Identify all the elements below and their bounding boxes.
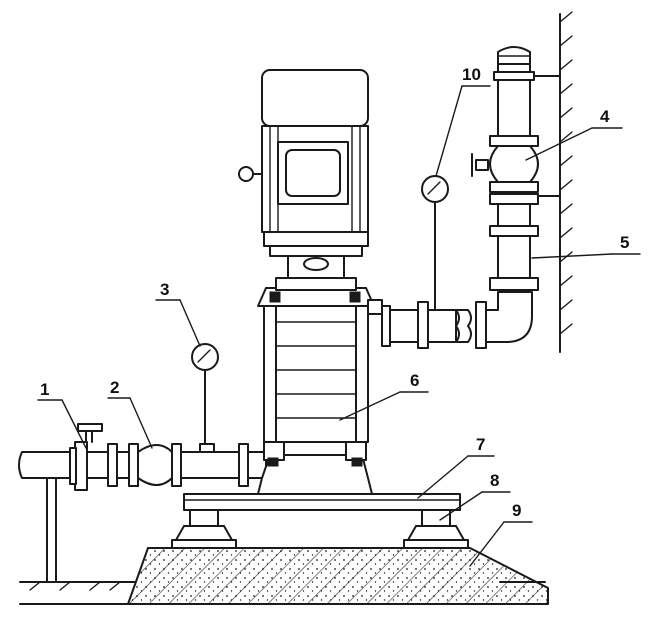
discharge-pressure-gauge bbox=[421, 175, 449, 311]
pump-body bbox=[257, 231, 375, 495]
suction-pipe bbox=[18, 423, 267, 491]
vibration-isolator-left bbox=[171, 509, 237, 549]
discharge-pipe bbox=[367, 46, 539, 349]
callout-7: 7 bbox=[476, 435, 485, 454]
callout-3: 3 bbox=[160, 280, 169, 299]
callout-1: 1 bbox=[40, 380, 49, 399]
wall bbox=[533, 11, 573, 353]
leader-lines bbox=[37, 85, 641, 567]
pipe-support-post bbox=[46, 477, 57, 583]
suction-pressure-gauge bbox=[191, 343, 219, 445]
concrete-foundation bbox=[19, 547, 549, 605]
motor bbox=[238, 69, 369, 233]
callout-4: 4 bbox=[600, 107, 610, 126]
vibration-isolator-right bbox=[403, 509, 469, 549]
callout-labels: 1 2 3 4 5 6 7 8 9 10 bbox=[40, 65, 629, 520]
callout-2: 2 bbox=[110, 378, 119, 397]
callout-9: 9 bbox=[512, 501, 521, 520]
callout-10: 10 bbox=[462, 65, 481, 84]
base-plate bbox=[183, 493, 461, 511]
callout-5: 5 bbox=[620, 233, 629, 252]
callout-8: 8 bbox=[490, 471, 499, 490]
callout-6: 6 bbox=[410, 371, 419, 390]
